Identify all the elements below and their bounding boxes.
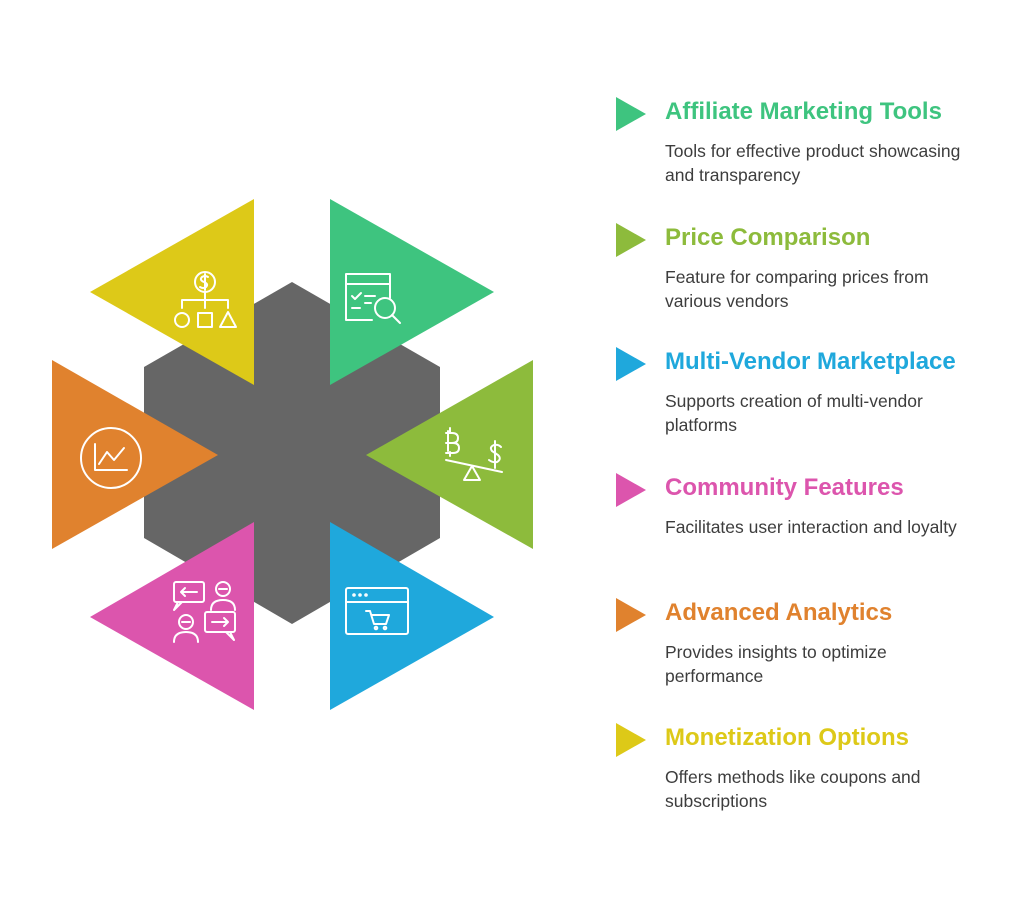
triangle-advanced-analytics[interactable]	[52, 360, 218, 549]
hexagon-diagram	[52, 199, 533, 710]
legend-description: Feature for comparing prices from variou…	[665, 267, 929, 311]
triangle-community-features[interactable]	[90, 522, 254, 710]
legend-description: Offers methods like coupons and subscrip…	[665, 767, 921, 811]
legend-title: Price Comparison	[665, 224, 871, 251]
triangle-marker-icon	[616, 723, 646, 757]
legend-description: Provides insights to optimize performanc…	[665, 642, 887, 686]
triangle-multi-vendor-marketplace[interactable]	[330, 522, 494, 710]
triangle-marker-icon	[616, 347, 646, 381]
legend-title: Monetization Options	[665, 724, 909, 751]
chart-circle-icon	[80, 427, 142, 489]
legend-description: Supports creation of multi-vendor platfo…	[665, 391, 923, 435]
triangle-monetization-options[interactable]	[90, 199, 254, 385]
dollar-hierarchy-icon	[174, 271, 237, 328]
shopping-cart-window-icon	[345, 587, 409, 635]
triangle-marker-icon	[616, 97, 646, 131]
legend-title: Advanced Analytics	[665, 599, 893, 626]
triangle-affiliate-marketing-tools[interactable]	[330, 199, 494, 385]
currency-balance-icon	[445, 427, 503, 481]
triangle-marker-icon	[616, 598, 646, 632]
checklist-search-icon	[345, 273, 401, 324]
triangle-marker-icon	[616, 473, 646, 507]
legend-title: Multi-Vendor Marketplace	[665, 348, 956, 375]
legend-title: Affiliate Marketing Tools	[665, 98, 942, 125]
triangle-marker-icon	[616, 223, 646, 257]
legend-description: Tools for effective product showcasing a…	[665, 141, 961, 185]
center-hexagon	[144, 282, 440, 624]
user-exchange-icon	[173, 581, 236, 643]
legend-title: Community Features	[665, 474, 904, 501]
legend-description: Facilitates user interaction and loyalty	[665, 517, 957, 537]
